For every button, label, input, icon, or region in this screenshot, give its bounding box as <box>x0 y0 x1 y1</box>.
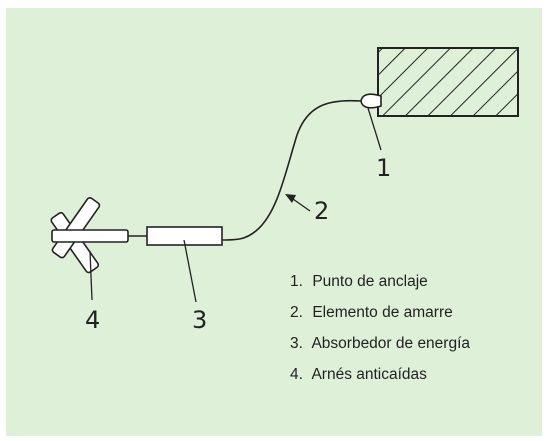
legend-label: Elemento de amarre <box>312 304 453 321</box>
legend-number: 3. <box>290 335 303 352</box>
legend-item: 3. Absorbedor de energía <box>290 334 470 365</box>
anchor-structure <box>377 47 519 117</box>
callout-2: 2 <box>314 197 330 225</box>
leader-lines <box>89 107 382 303</box>
legend-number: 1. <box>290 273 303 290</box>
legend-item: 2. Elemento de amarre <box>290 303 470 334</box>
callout-4: 4 <box>85 306 101 334</box>
callout-1: 1 <box>376 154 392 182</box>
legend-item: 4. Arnés anticaídas <box>290 365 470 396</box>
legend-number: 2. <box>290 304 303 321</box>
legend-label: Arnés anticaídas <box>311 366 427 383</box>
anchor-point <box>360 93 382 109</box>
legend-number: 4. <box>290 366 303 383</box>
callout-3: 3 <box>192 306 208 334</box>
legend-label: Punto de anclaje <box>312 273 428 290</box>
lanyard-line <box>221 99 362 241</box>
legend-label: Absorbedor de energía <box>311 335 471 352</box>
harness-symbol <box>50 197 129 274</box>
legend: 1. Punto de anclaje 2. Elemento de amarr… <box>290 272 470 396</box>
legend-item: 1. Punto de anclaje <box>290 272 470 303</box>
